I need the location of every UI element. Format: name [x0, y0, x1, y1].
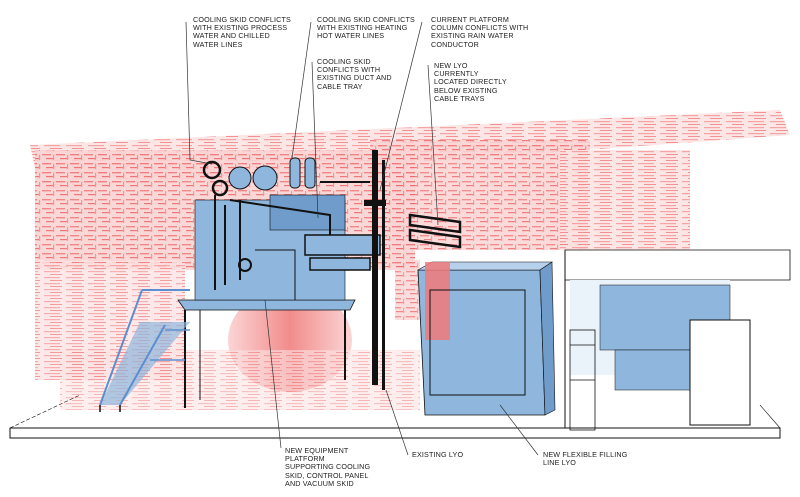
platform-stairs: [99, 289, 190, 412]
equipment-platform: [99, 289, 356, 412]
callout-platform-column: CURRENT PLATFORM COLUMN CONFLICTS WITH E…: [431, 15, 529, 49]
platform-column: [364, 150, 386, 390]
cable-trays: [408, 213, 462, 249]
callout-cooling-skid-process-water: COOLING SKID CONFLICTS WITH EXISTING PRO…: [193, 15, 291, 49]
floor-slab: [9, 394, 781, 439]
leader-lines: [185, 21, 539, 456]
callout-cooling-skid-heating: COOLING SKID CONFLICTS WITH EXISTING HEA…: [317, 15, 415, 41]
existing-lyo: [416, 261, 556, 416]
point-cloud-scan: [30, 110, 790, 410]
callout-new-lyo-location: NEW LYO CURRENTLY LOCATED DIRECTLY BELOW…: [434, 61, 507, 103]
callout-cooling-skid-duct: Cooling Skid CONFLICTS WITH EXISTING DUC…: [317, 57, 392, 91]
callout-new-equipment-platform: NEW EQUIPMENT PLATFORM SUPPORTING COOLIN…: [285, 446, 371, 488]
filling-line-room: [564, 249, 791, 431]
cooling-skid: [194, 157, 381, 301]
callout-existing-lyo: EXISTING LYO: [412, 450, 464, 459]
callout-new-flexible-filling-line: NEW FLEXIBLE FILLING LINE LYO: [543, 450, 628, 468]
